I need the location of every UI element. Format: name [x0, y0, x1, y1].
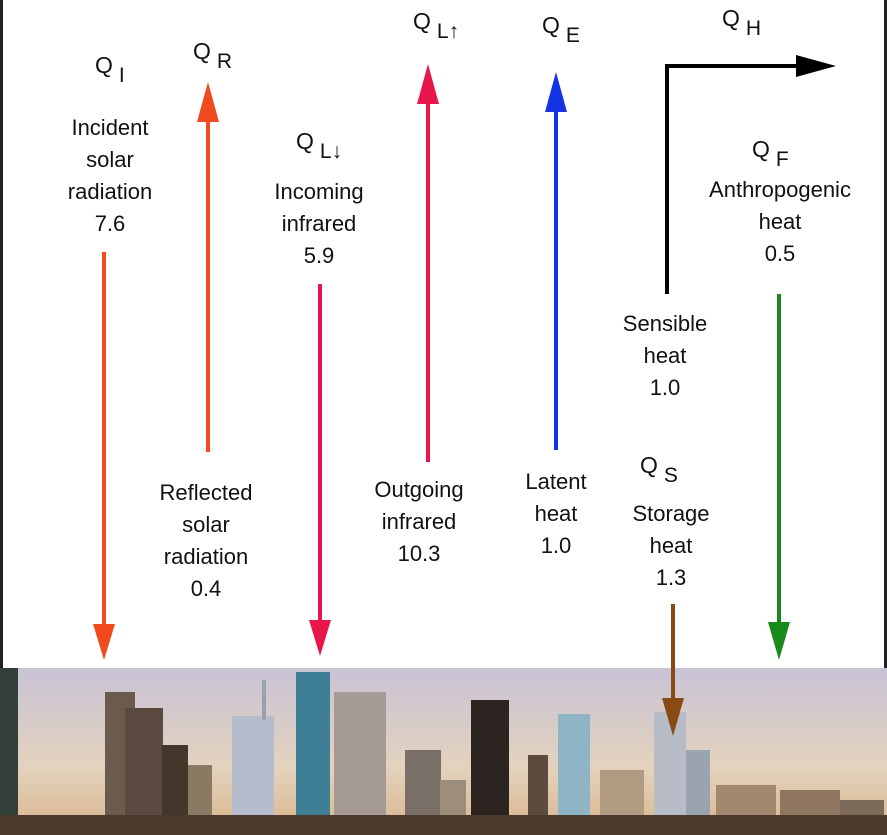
latent-heat-arrow — [545, 72, 567, 450]
anthropogenic-heat-arrow — [768, 294, 790, 660]
frame-left — [0, 0, 3, 835]
sensible-heat-arrow — [665, 55, 836, 294]
incoming-infrared-label: Incoming infrared 5.9 — [274, 179, 364, 268]
outgoing-infrared-arrow — [417, 64, 439, 462]
storage-heat-label: Storage heat 1.3 — [632, 501, 710, 590]
storage-heat-arrow — [662, 604, 684, 736]
incoming-infrared-arrow — [309, 284, 331, 656]
anthropogenic-heat-label: Anthropogenic heat 0.5 — [709, 177, 851, 266]
frame-right — [884, 0, 887, 835]
reflected-solar-label: Reflected solar radiation 0.4 — [159, 480, 253, 601]
incident-solar-arrow — [93, 252, 115, 660]
outgoing-infrared-label: Outgoing infrared 10.3 — [374, 477, 464, 566]
latent-heat-label: Latent heat 1.0 — [525, 469, 587, 558]
incident-solar-label: Incident solar radiation 7.6 — [67, 115, 153, 236]
reflected-solar-arrow — [197, 82, 219, 452]
city-skyline-image — [0, 668, 887, 835]
sensible-heat-label: Sensible heat 1.0 — [622, 311, 708, 400]
